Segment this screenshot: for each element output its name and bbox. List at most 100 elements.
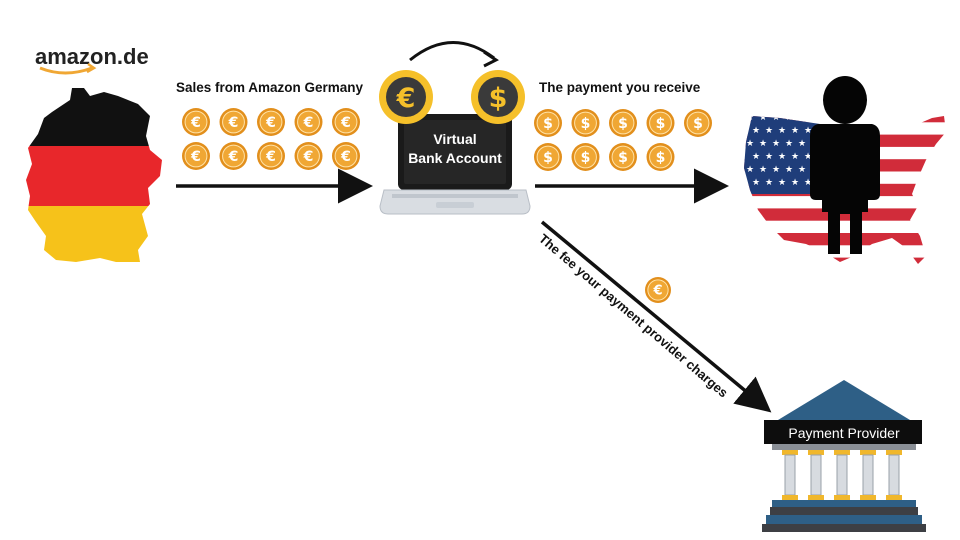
amazon-smile-arrow-icon [86,62,97,74]
bank-column-base [808,495,824,500]
usa-star-icon: ★ [785,113,793,123]
usa-star-icon: ★ [791,126,799,136]
svg-text:€: € [228,149,239,165]
dollar-coins-group: $$$$$$$$$ [534,109,712,171]
euro-coin: € [219,108,248,136]
usa-star-icon: ★ [772,113,780,123]
svg-text:$: $ [543,150,553,166]
bank-building-icon: Payment Provider [762,380,926,532]
usa-star-icon: ★ [798,113,806,123]
bank-sign [764,420,922,444]
usa-flag-red-stripe [744,233,946,246]
received-label: The payment you receive [539,80,701,95]
usa-flag-red-stripe [744,208,946,221]
germany-flag-red-band [26,146,162,206]
euro-coin: € [182,108,210,136]
fee-flow-arrow [540,220,772,413]
dollar-coin: $ [684,109,712,137]
germany-flag-black-band [26,88,162,146]
bank-column-cap [834,450,850,455]
usa-star-icon: ★ [791,178,799,188]
euro-symbol: € [396,83,416,114]
conversion-arrow-head [483,50,499,68]
bank-column-cap [782,450,798,455]
svg-text:€: € [228,115,239,131]
svg-text:$: $ [618,116,628,132]
bank-column [836,454,848,496]
svg-text:$: $ [656,116,666,132]
usa-star-icon: ★ [811,113,819,123]
usa-star-icon: ★ [752,126,760,136]
usa-flag-red-stripe [744,257,946,264]
bank-column [784,454,796,496]
bank-column-base [834,495,850,500]
svg-text:€: € [340,115,351,131]
usa-star-icon: ★ [772,165,780,175]
usa-star-icon: ★ [746,139,754,149]
person-icon [810,76,880,254]
usa-star-icon: ★ [752,152,760,162]
euro-coin: € [219,142,248,170]
svg-text:$: $ [618,150,628,166]
usa-star-icon: ★ [778,126,786,136]
dollar-coin: $ [609,143,637,171]
laptop-icon: Virtual Bank Account [379,114,531,215]
fee-euro-coin: € [645,277,671,303]
usa-star-icon: ★ [752,178,760,188]
euro-coin: € [294,108,323,136]
laptop-label-line2: Bank Account [408,150,502,166]
euro-coin: € [257,108,285,136]
bank-column-cap [808,450,824,455]
usa-star-icon: ★ [759,139,767,149]
euro-coins-group: € € € € € € € € € € [182,108,360,170]
svg-text:€: € [303,115,314,131]
dollar-big-coin: $ [471,70,525,124]
usa-star-icon: ★ [765,152,773,162]
conversion-arrow [409,41,495,62]
svg-text:€: € [303,149,314,165]
dollar-symbol: $ [489,83,508,114]
usa-star-icon: ★ [804,178,812,188]
svg-text:$: $ [656,150,666,166]
bank-columns [782,450,902,500]
usa-star-icon: ★ [798,139,806,149]
sales-label: Sales from Amazon Germany [176,80,364,95]
usa-star-icon: ★ [772,139,780,149]
fee-label: The fee your payment provider charges [536,231,731,401]
usa-star-icon: ★ [785,139,793,149]
svg-text:€: € [340,149,351,165]
usa-star-icon: ★ [759,165,767,175]
usa-star-icon: ★ [746,165,754,175]
svg-text:$: $ [543,116,553,132]
usa-star-icon: ★ [778,152,786,162]
euro-coin: € [182,142,210,170]
fee-coin-group: € [645,277,671,303]
svg-text:€: € [265,149,276,165]
dollar-coin: $ [534,109,562,137]
bank-column [888,454,900,496]
usa-star-icon: ★ [785,165,793,175]
amazon-logo: amazon.de [35,44,149,75]
euro-coin: € [332,142,360,170]
svg-text:€: € [265,115,276,131]
amazon-smile-icon [39,66,93,75]
svg-text:$: $ [693,116,703,132]
laptop-label-line1: Virtual [433,131,476,147]
germany-flag-gold-band [26,206,162,262]
euro-big-coin: € [379,70,433,124]
bank-column [810,454,822,496]
dollar-coin: $ [646,143,675,171]
usa-star-icon: ★ [791,152,799,162]
usa-star-icon: ★ [765,126,773,136]
dollar-coin: $ [646,109,675,137]
dollar-coin: $ [609,109,637,137]
dollar-coin: $ [534,143,562,171]
euro-coin: € [332,108,360,136]
bank-column-base [782,495,798,500]
bank-column-base [886,495,902,500]
usa-star-icon: ★ [778,178,786,188]
usa-star-icon: ★ [746,113,754,123]
usa-star-icon: ★ [798,165,806,175]
bank-column-base [860,495,876,500]
bank-column-cap [886,450,902,455]
